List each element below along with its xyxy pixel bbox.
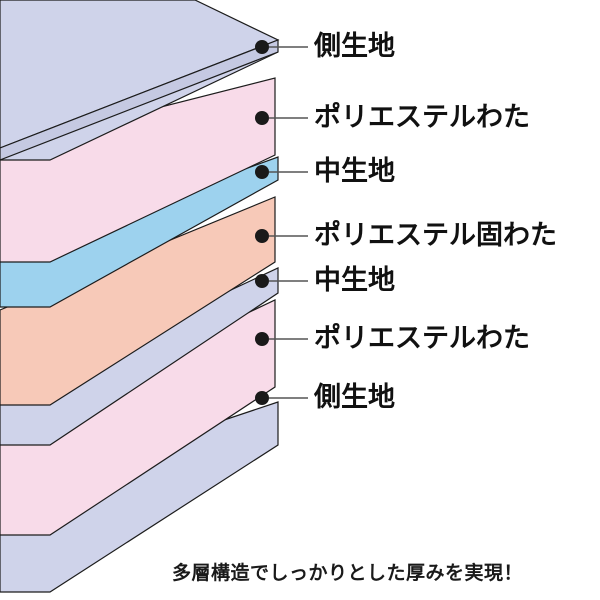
- label-middle-fabric-upper: 中生地: [314, 156, 395, 187]
- layer-side-fabric-top: [0, 0, 280, 161]
- leader-polyester-wadding-lower: [255, 332, 308, 346]
- label-side-fabric-bottom: 側生地: [314, 382, 395, 413]
- label-polyester-wadding-lower: ポリエステルわた: [314, 323, 530, 354]
- leader-side-fabric-top: [255, 40, 308, 54]
- layer-polyester-wadding-upper: [0, 77, 276, 263]
- label-side-fabric-top: 側生地: [314, 31, 395, 62]
- caption: 多層構造でしっかりとした厚みを実現！: [172, 562, 524, 584]
- leader-polyester-wadding-upper: [255, 111, 308, 125]
- layer-hard-wadding: [0, 196, 276, 406]
- leader-side-fabric-bottom: [255, 391, 308, 405]
- leader-middle-fabric-upper: [255, 165, 308, 179]
- label-middle-fabric-lower: 中生地: [314, 265, 395, 296]
- label-polyester-wadding-upper: ポリエステルわた: [314, 102, 530, 133]
- layer-side-fabric-bottom: [0, 401, 279, 593]
- leader-middle-fabric-lower: [255, 274, 308, 288]
- label-hard-wadding: ポリエステル固わた: [314, 220, 557, 251]
- leader-hard-wadding: [255, 229, 308, 243]
